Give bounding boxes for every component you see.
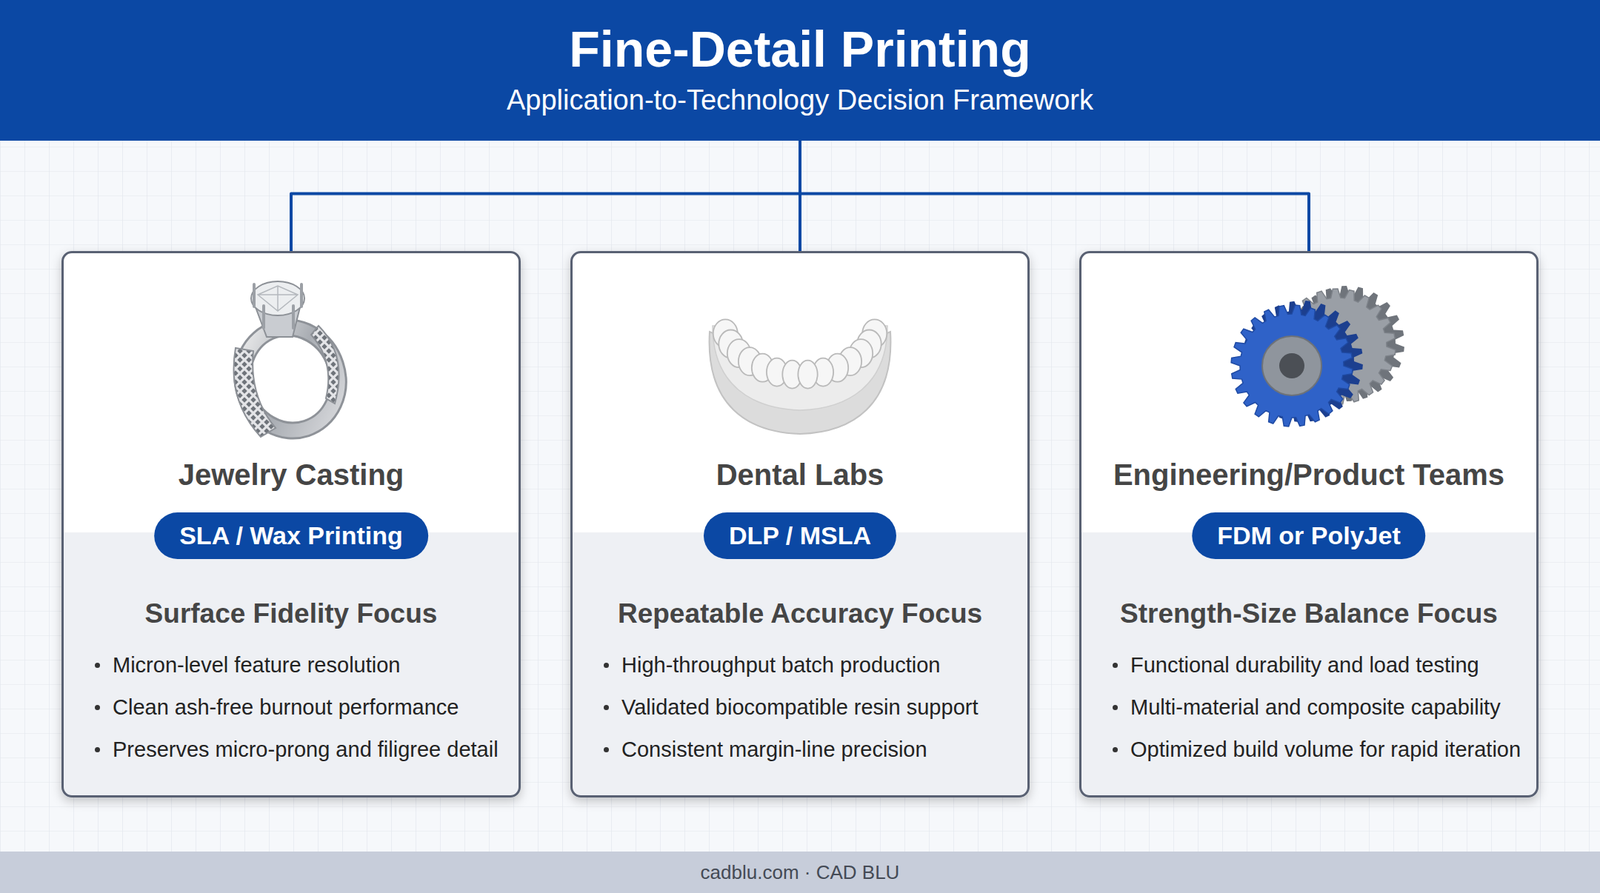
bullet-text: Optimized build volume for rapid iterati… — [1130, 735, 1528, 764]
bullet-dot — [1112, 705, 1118, 711]
bullet-dot — [603, 662, 609, 669]
pill-label: SLA / Wax Printing — [179, 512, 403, 560]
focus-heading: Repeatable Accuracy Focus — [581, 597, 1019, 631]
tree-connector — [800, 140, 1309, 252]
focus-heading: Strength-Size Balance Focus — [1090, 597, 1528, 631]
bullet-text: Validated biocompatible resin support — [621, 693, 1019, 722]
bullet-text: High-throughput batch production — [621, 651, 1019, 680]
bullet-dot — [603, 747, 609, 753]
card-heading: Engineering/Product Teams — [1090, 457, 1528, 492]
card-fill — [1079, 251, 1539, 798]
application-card: SLA / Wax Printing Jewelry CastingSurface… — [61, 251, 521, 798]
title-text: Fine-Detail Printing — [14, 20, 1586, 78]
bullet-dot — [603, 705, 609, 711]
card-fill — [61, 251, 521, 798]
bullet-dot — [94, 662, 100, 669]
ring-illustration — [229, 281, 352, 443]
technology-pill: SLA / Wax Printing — [154, 512, 429, 560]
bullet-dot — [1112, 747, 1118, 753]
application-card: FDM or PolyJet Engineering/Product TeamsS… — [1079, 251, 1539, 798]
subtitle-text: Application-to-Technology Decision Frame… — [14, 83, 1586, 117]
application-card: DLP / MSLA Dental LabsRepeatable Accuracy… — [570, 251, 1030, 798]
tree-connector — [291, 140, 800, 252]
bullet-text: Clean ash-free burnout performance — [112, 693, 510, 722]
card-heading: Jewelry Casting — [72, 457, 510, 492]
footer-text: cadblu.com · CAD BLU — [14, 851, 1586, 893]
bullet-dot — [94, 705, 100, 711]
focus-heading: Surface Fidelity Focus — [72, 597, 510, 631]
header-band: Fine-Detail PrintingApplication-to-Techn… — [0, 0, 1600, 141]
footer-band: cadblu.com · CAD BLU — [0, 851, 1600, 893]
bullet-dot — [94, 747, 100, 753]
bullet-text: Multi-material and composite capability — [1130, 693, 1528, 722]
bullet-text: Micron-level feature resolution — [112, 651, 510, 680]
dental-model-illustration — [709, 319, 892, 435]
technology-pill: DLP / MSLA — [703, 512, 897, 560]
bullet-text: Functional durability and load testing — [1130, 651, 1528, 680]
grid-ground — [0, 140, 1600, 852]
card-heading: Dental Labs — [581, 457, 1019, 492]
technology-pill: FDM or PolyJet — [1191, 512, 1426, 560]
bullet-dot — [1112, 662, 1118, 669]
bullet-text: Preserves micro-prong and filigree detai… — [112, 735, 510, 764]
card-fill — [570, 251, 1030, 798]
pill-label: FDM or PolyJet — [1217, 512, 1400, 560]
pill-label: DLP / MSLA — [728, 512, 872, 560]
bullet-text: Consistent margin-line precision — [621, 735, 1019, 764]
gear-illustration — [1231, 285, 1405, 427]
